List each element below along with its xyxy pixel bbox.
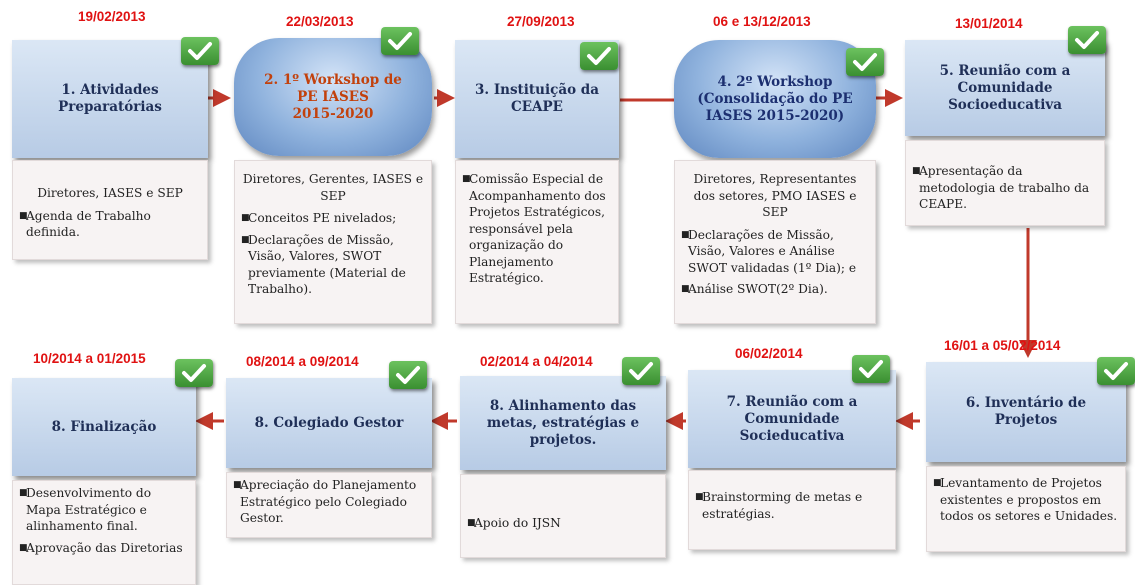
date-step-1: 19/02/2013 [78,9,146,24]
check-icon [389,361,427,389]
step-4-line3: IASES 2015-2020) [705,107,845,124]
check-icon [1097,357,1135,385]
step-5-details: ■Apresentação da metodologia de trabalho… [905,140,1105,226]
check-icon [181,37,219,65]
step-3-bullet-1: Comissão Especial de Acompanhamento dos … [469,172,606,285]
step-8c-details: ■Desenvolvimento do Mapa Estratégico e a… [12,480,196,585]
bullet-icon: ■ [695,492,704,502]
step-8a-details: ■Apoio do IJSN [460,474,666,558]
step-3-line1: 3. Instituição da [475,82,599,98]
step-7-bullet-1: Brainstorming de metas e estratégias. [702,490,863,521]
date-step-8c: 10/2014 a 01/2015 [33,351,146,366]
bullet-icon: ■ [467,518,476,528]
step-8c-box: 8. Finalização [12,378,196,476]
step-4-participants: Diretores, Representantes dos setores, P… [693,172,857,219]
check-icon [622,357,660,385]
check-icon [175,359,213,387]
step-7-line2: Comunidade [744,410,840,427]
step-6-box: 6. Inventário de Projetos [926,362,1126,462]
date-step-4: 06 e 13/12/2013 [713,14,811,29]
step-1-bullet-1: Agenda de Trabalho definida. [26,208,151,240]
step-2-line2: PE IASES [297,88,369,105]
step-5-line3: Socioeducativa [948,96,1062,113]
step-2-bullet-2: Declarações de Missão, Visão, Valores, S… [248,232,406,297]
step-7-line1: 7. Reunião com a [726,393,858,410]
check-icon [1068,26,1106,54]
step-8c-bullet-2: Aprovação das Diretorias [26,540,183,555]
step-5-line1: 5. Reunião com a [939,62,1071,79]
step-4-bullet-2: Análise SWOT(2º Dia). [688,282,828,296]
step-5-line2: Comunidade [957,79,1053,96]
step-2-participants: Diretores, Gerentes, IASES e SEP [242,172,424,203]
step-8a-line2: metas, estratégias e [486,414,640,431]
bullet-icon: ■ [681,229,690,240]
date-step-3: 27/09/2013 [507,14,575,29]
step-2-line1: 2. 1º Workshop de [264,71,402,88]
step-1-line2: Preparatórias [58,99,162,115]
bullet-icon: ■ [462,174,471,184]
step-1-details: Diretores, IASES e SEP ■Agenda de Trabal… [12,160,208,260]
check-icon [381,27,419,55]
step-1-line1: 1. Atividades [61,82,159,98]
step-8b-line1: 8. Colegiado Gestor [254,414,404,431]
date-step-8a: 02/2014 a 04/2014 [480,354,593,369]
step-6-bullet-1: Levantamento de Projetos existentes e pr… [940,476,1118,523]
step-8b-bullet-1: Apreciação do Planejamento Estratégico p… [240,478,417,525]
step-7-details: ■Brainstorming de metas e estratégias. [688,470,896,550]
step-8b-details: ■Apreciação do Planejamento Estratégico … [226,472,432,538]
date-step-2: 22/03/2013 [286,14,354,29]
step-8a-bullet-1: Apoio do IJSN [474,516,561,530]
step-1-participants: Diretores, IASES e SEP [37,186,183,200]
bullet-icon: ■ [241,234,250,245]
step-4-line2: (Consolidação do PE [697,90,853,107]
date-step-5: 13/01/2014 [955,16,1023,31]
check-icon [846,48,884,76]
step-3-line2: CEAPE [511,99,563,115]
step-7-line3: Socieducativa [739,427,845,444]
bullet-icon: ■ [681,284,690,294]
bullet-icon: ■ [933,478,942,488]
step-4-line1: 4. 2º Workshop [717,73,833,90]
step-8c-line1: 8. Finalização [51,418,157,435]
step-6-line1: 6. Inventário de Projetos [965,395,1087,428]
step-2-bullet-1: Conceitos PE nivelados; [248,211,397,225]
step-5-bullet-1: Apresentação da metodologia de trabalho … [919,164,1090,211]
bullet-icon: ■ [233,480,242,490]
bullet-icon: ■ [241,213,250,223]
date-step-6: 16/01 a 05/02/2014 [944,338,1061,353]
check-icon [580,42,618,70]
step-3-details: ■Comissão Especial de Acompanhamento dos… [455,160,619,324]
bullet-icon: ■ [912,166,921,176]
bullet-icon: ■ [19,210,28,221]
check-icon [852,355,890,383]
step-2-line3: 2015-2020 [292,105,374,122]
step-8a-line3: projetos. [529,431,597,448]
step-8b-box: 8. Colegiado Gestor [226,378,432,468]
step-4-bullet-1: Declarações de Missão, Visão, Valores e … [688,227,857,275]
step-8a-line1: 8. Alinhamento das [489,397,637,414]
date-step-8b: 08/2014 a 09/2014 [246,354,359,369]
step-2-details: Diretores, Gerentes, IASES e SEP ■Concei… [234,160,432,324]
step-6-details: ■Levantamento de Projetos existentes e p… [926,466,1126,552]
step-4-details: Diretores, Representantes dos setores, P… [674,160,876,324]
bullet-icon: ■ [19,542,28,553]
step-8c-bullet-1: Desenvolvimento do Mapa Estratégico e al… [26,486,152,533]
bullet-icon: ■ [19,488,28,498]
date-step-7: 06/02/2014 [735,346,803,361]
